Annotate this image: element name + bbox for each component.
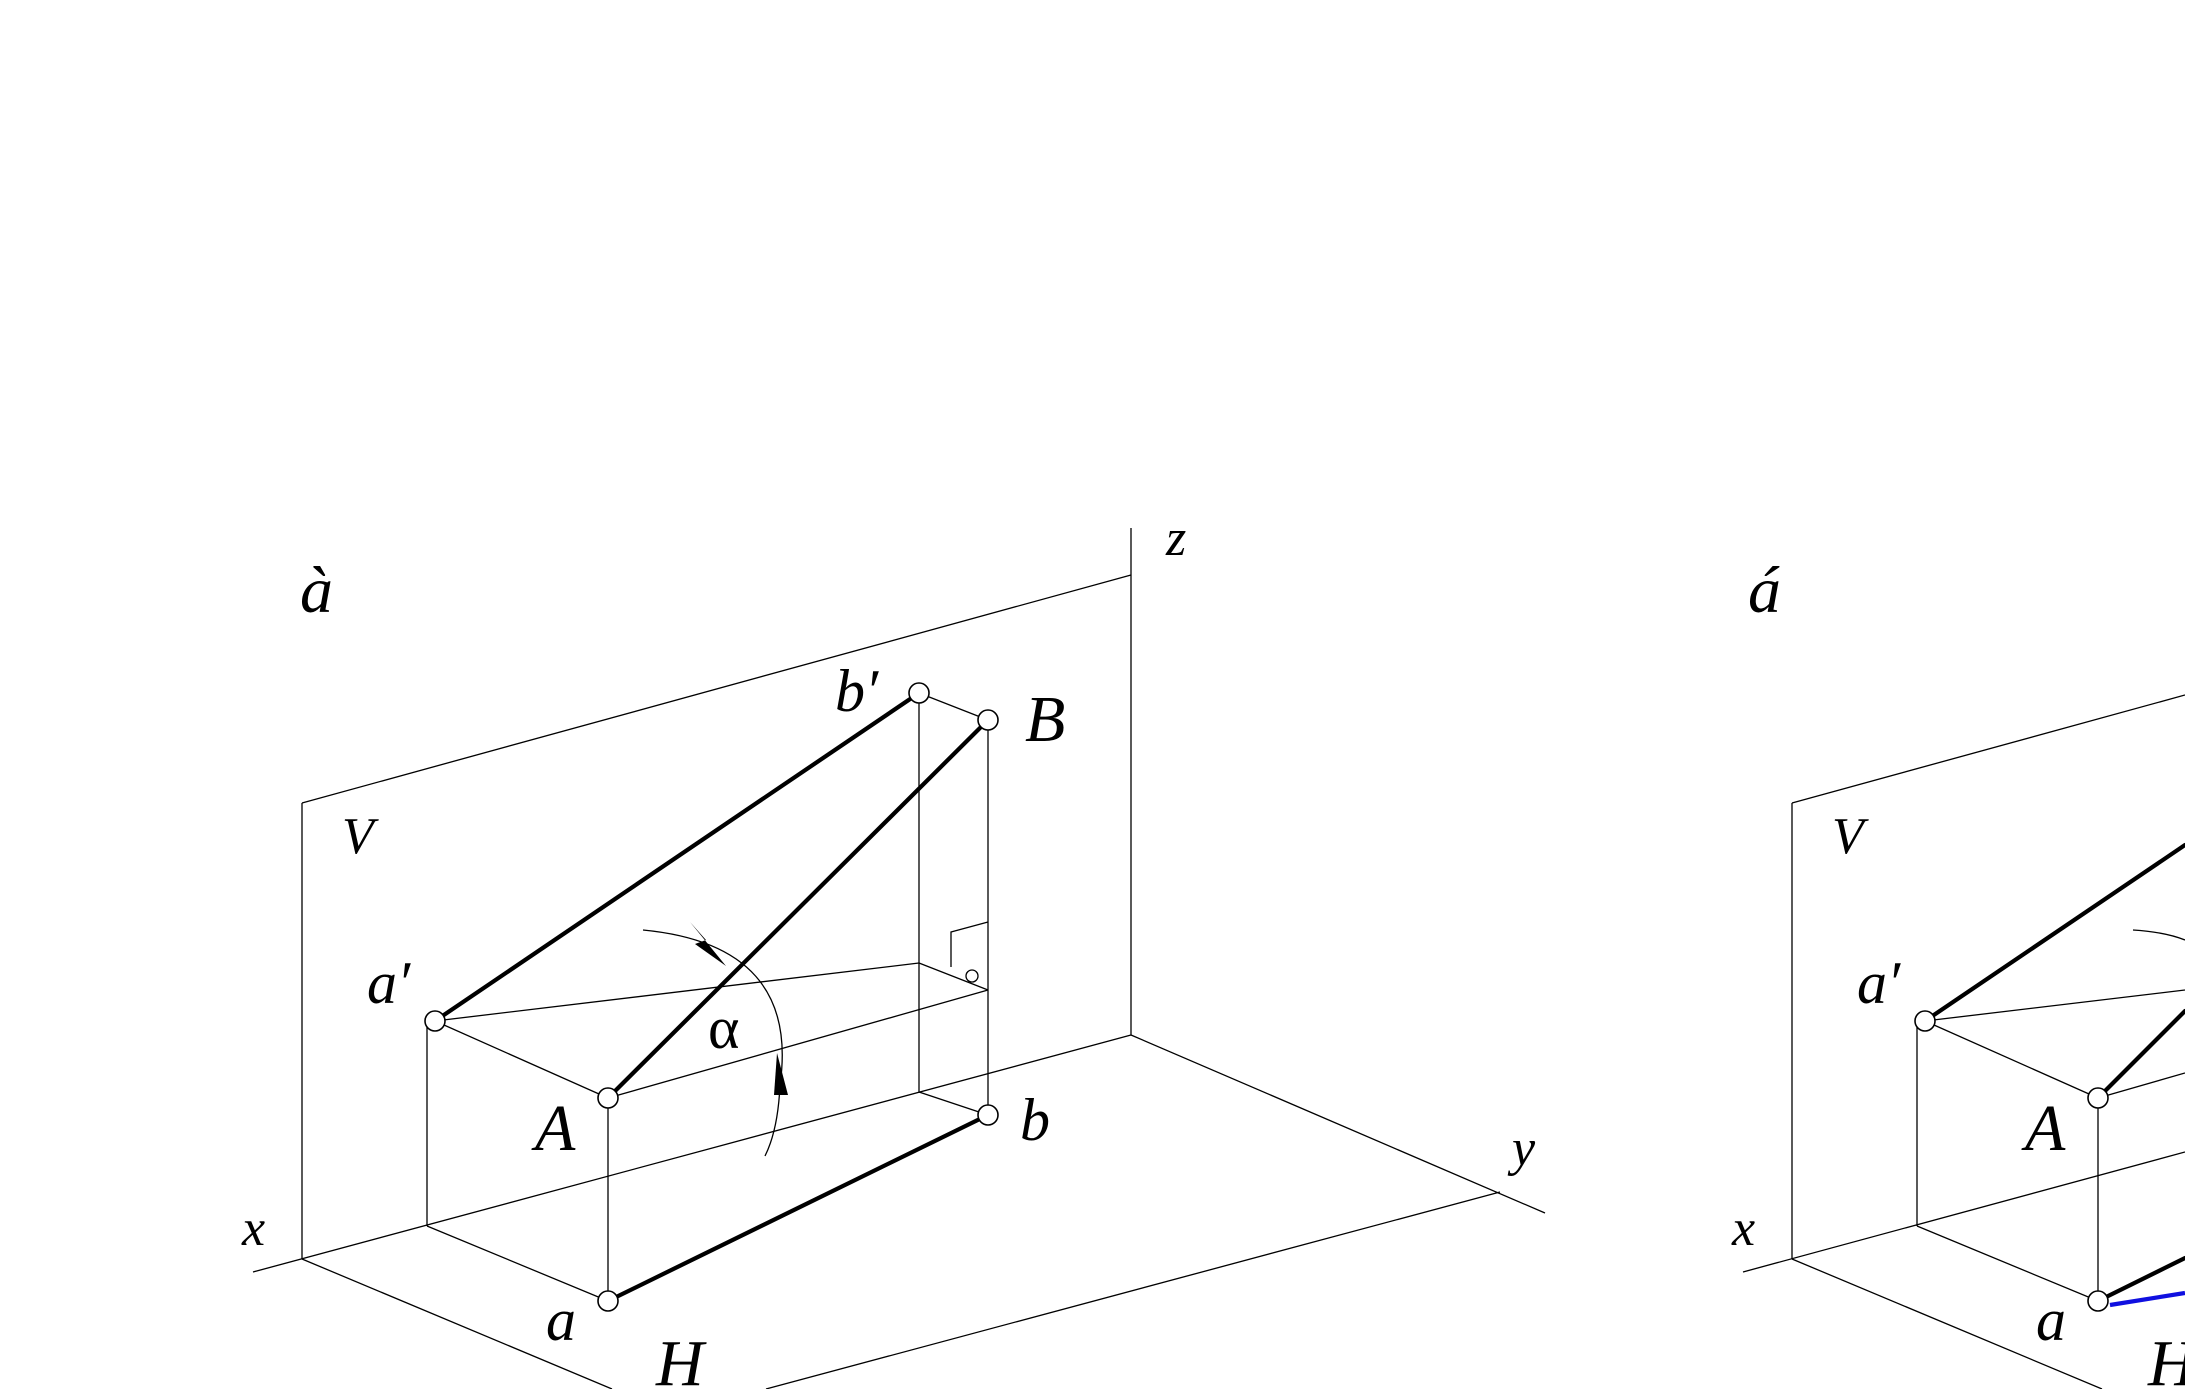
point-A: [2087, 1087, 2109, 1109]
v-plane-top-edge: [1791, 694, 2185, 804]
segment-a-b: [605, 1112, 991, 1304]
h-plane-left-edge: [1791, 1258, 2103, 1389]
label-a: a: [546, 1287, 576, 1353]
label-axis-y: y: [1507, 1120, 1536, 1177]
label-b-prime: b′: [835, 658, 879, 724]
y-axis: [1130, 1034, 1546, 1214]
panel-tag: á: [1748, 554, 1781, 627]
point-b: [977, 1104, 999, 1126]
right-panel: á V H x a′ A a: [1731, 554, 2185, 1389]
h-plane-front-edge: [765, 1191, 1501, 1389]
point-B: [977, 709, 999, 731]
angle-arrow-bottom: [774, 1053, 788, 1095]
v-plane-top-edge: [301, 574, 1132, 804]
label-a-prime: a′: [367, 950, 411, 1016]
horizontal-to-B-projection: [918, 962, 989, 991]
right-angle-mark: [950, 921, 989, 967]
label-axis-x: x: [241, 1200, 265, 1257]
h-plane-left-edge: [301, 1258, 613, 1389]
point-a: [597, 1290, 619, 1312]
segment-a-prime-b-prime: [432, 690, 922, 1024]
point-A: [597, 1087, 619, 1109]
angle-arrow-top: [690, 922, 726, 966]
segment-a-prime-b-prime: [1922, 842, 2185, 1024]
label-plane-v: V: [1832, 808, 1869, 865]
projector-x-to-a: [1916, 1225, 2099, 1302]
projector-x-to-a: [426, 1225, 609, 1302]
horizontal-through-a-prime: [1924, 989, 2185, 1022]
horizontal-through-a-prime: [434, 962, 920, 1022]
projector-a-prime-to-A: [1924, 1020, 2099, 1099]
segment-A-B: [605, 717, 991, 1101]
point-b-prime: [908, 682, 930, 704]
label-plane-h: H: [655, 1327, 707, 1389]
right-angle-dot: [965, 969, 979, 983]
label-B: B: [1025, 683, 1065, 756]
label-plane-v: V: [342, 808, 379, 865]
segment-a-b: [2095, 1255, 2185, 1304]
label-b: b: [1020, 1087, 1050, 1153]
x-axis: [1742, 1151, 2185, 1273]
horizontal-through-A: [607, 989, 989, 1099]
horizontal-through-A: [2097, 1072, 2185, 1099]
point-a-prime: [1914, 1010, 1936, 1032]
segment-highlight-blue: [2109, 1290, 2185, 1308]
panel-tag: à: [300, 554, 333, 627]
projector-b-base: [918, 1091, 989, 1116]
label-angle: α: [708, 995, 739, 1061]
angle-arc: [2132, 929, 2185, 941]
label-axis-x: x: [1731, 1200, 1755, 1257]
label-plane-h: H: [2147, 1327, 2185, 1389]
left-panel: à V H x y z a′ b′ A B a b α: [241, 510, 1546, 1389]
point-a-prime: [424, 1010, 446, 1032]
label-a: a: [2036, 1287, 2066, 1353]
projector-a-prime-to-A: [434, 1020, 609, 1099]
label-axis-z: z: [1165, 510, 1186, 567]
segment-A-B: [2095, 1008, 2185, 1101]
label-A: A: [531, 1092, 576, 1165]
projector-b-prime-to-B: [918, 692, 989, 721]
x-axis: [252, 1034, 1132, 1273]
label-a-prime: a′: [1857, 950, 1901, 1016]
point-a: [2087, 1290, 2109, 1312]
label-A: A: [2021, 1092, 2066, 1165]
